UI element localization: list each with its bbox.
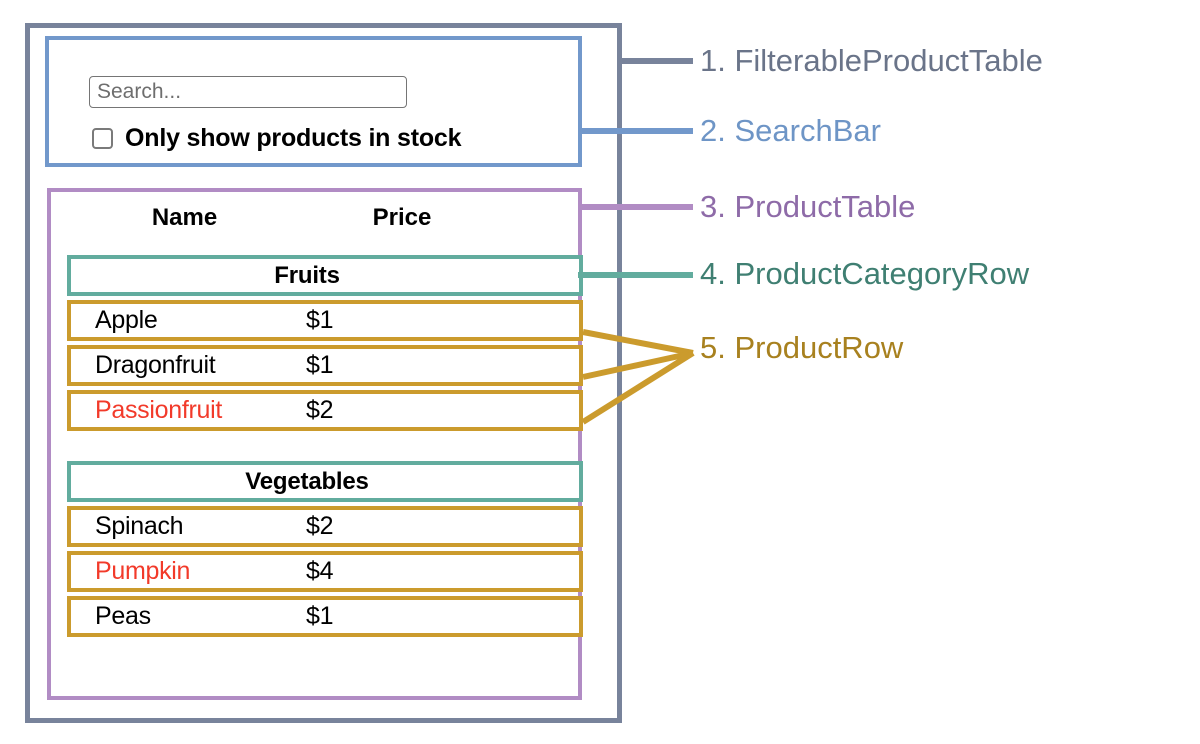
product-price: $2 <box>306 512 334 540</box>
product-row: Peas $1 <box>67 596 583 637</box>
product-row: Pumpkin $4 <box>67 551 583 592</box>
annotation-label-search-bar: 2. SearchBar <box>700 113 881 148</box>
product-name: Peas <box>95 602 151 630</box>
column-header-price: Price <box>372 204 432 231</box>
section-gap <box>67 435 583 461</box>
product-name: Pumpkin <box>95 557 191 585</box>
column-header-name: Name <box>151 204 218 231</box>
product-row: Passionfruit $2 <box>67 390 583 431</box>
product-row: Apple $1 <box>67 300 583 341</box>
only-show-in-stock-row[interactable]: Only show products in stock <box>92 124 462 152</box>
product-category-label: Vegetables <box>245 467 369 495</box>
product-category-row: Fruits <box>67 255 583 296</box>
product-name: Passionfruit <box>95 396 223 424</box>
annotation-label-product-table: 3. ProductTable <box>700 189 916 224</box>
product-price: $1 <box>306 351 334 379</box>
product-category-row: Vegetables <box>67 461 583 502</box>
product-row: Dragonfruit $1 <box>67 345 583 386</box>
product-category-label: Fruits <box>274 261 340 289</box>
product-table-header: Name Price <box>67 201 562 235</box>
only-show-in-stock-checkbox[interactable] <box>92 128 113 149</box>
product-name: Spinach <box>95 512 184 540</box>
product-name: Apple <box>95 306 158 334</box>
annotation-label-filterable-product-table: 1. FilterableProductTable <box>700 43 1043 78</box>
product-name: Dragonfruit <box>95 351 216 379</box>
product-table-boundary <box>47 188 582 700</box>
product-row: Spinach $2 <box>67 506 583 547</box>
annotation-label-product-category-row: 4. ProductCategoryRow <box>700 256 1030 291</box>
product-price: $1 <box>306 306 334 334</box>
only-show-in-stock-label: Only show products in stock <box>125 124 462 152</box>
search-input[interactable] <box>89 76 407 108</box>
annotation-label-product-row: 5. ProductRow <box>700 330 904 365</box>
product-price: $2 <box>306 396 334 424</box>
product-price: $4 <box>306 557 334 585</box>
product-price: $1 <box>306 602 334 630</box>
search-bar-boundary <box>45 36 582 167</box>
